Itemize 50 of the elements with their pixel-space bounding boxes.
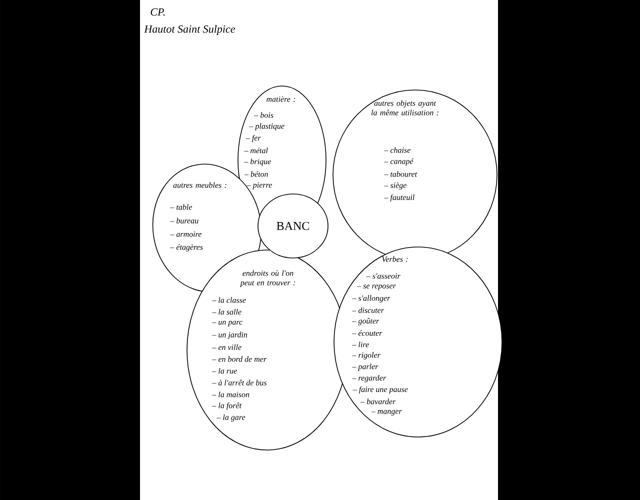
list-item: – discuter — [352, 307, 384, 314]
list-item: – béton — [244, 171, 268, 177]
list-item: – étagères — [170, 244, 203, 252]
list-item: – plastique — [249, 123, 284, 130]
list-item: – la gare — [216, 414, 246, 422]
class-label: CP. — [150, 8, 165, 16]
petal-heading: autres objets ayant la même utilisation : — [371, 100, 438, 116]
list-item: – à l'arrêt de bus — [212, 380, 267, 386]
list-item: – un parc — [212, 320, 242, 326]
list-item: – canapé — [384, 158, 414, 166]
list-item: – bois — [254, 112, 274, 118]
list-item: – métal — [244, 148, 268, 154]
school-name: Hautot Saint Sulpice — [144, 25, 235, 35]
petal-heading: Verbes : — [382, 256, 408, 262]
list-item: – parler — [352, 364, 378, 371]
petal-heading: endroits où l'on peut en trouver : — [240, 270, 295, 287]
list-item: – en ville — [212, 344, 242, 350]
list-item: – écouter — [352, 330, 382, 336]
list-item: – rigoler — [352, 352, 380, 360]
petal-heading: matière : — [266, 96, 296, 102]
list-item: – la maison — [212, 392, 250, 398]
list-item: – la forêt — [212, 402, 242, 410]
list-item: – la salle — [212, 308, 242, 315]
list-item: – chaise — [384, 147, 410, 153]
list-item: – siège — [384, 182, 406, 190]
list-item: – tabouret — [384, 171, 418, 177]
list-item: – pierre — [246, 182, 272, 190]
list-item: – bureau — [170, 218, 198, 224]
list-item: – en bord de mer — [212, 356, 267, 362]
list-item: – manger — [371, 410, 402, 416]
list-item: – regarder — [352, 374, 386, 382]
list-item: – brique — [244, 158, 271, 166]
list-item: – s'asseoir — [366, 273, 400, 279]
list-item: – fauteuil — [384, 194, 414, 202]
list-item: – la classe — [212, 297, 246, 303]
list-item: – bavarder — [360, 398, 396, 404]
list-item: – un jardin — [212, 332, 248, 340]
list-item: – table — [170, 204, 192, 210]
list-item: – s'allonger — [352, 295, 390, 302]
list-item: – lire — [352, 342, 369, 348]
petal — [334, 246, 502, 438]
list-item: – faire une pause — [352, 386, 408, 394]
list-item: – se reposer — [357, 284, 396, 290]
list-item: – la rue — [212, 368, 237, 374]
list-item: – goûter — [352, 318, 380, 326]
center-word: BANC — [276, 222, 309, 230]
list-item: – fer — [246, 134, 261, 142]
list-item: – armoire — [170, 232, 202, 237]
petal-heading: autres meubles : — [173, 182, 226, 188]
center-ellipse — [258, 194, 328, 258]
